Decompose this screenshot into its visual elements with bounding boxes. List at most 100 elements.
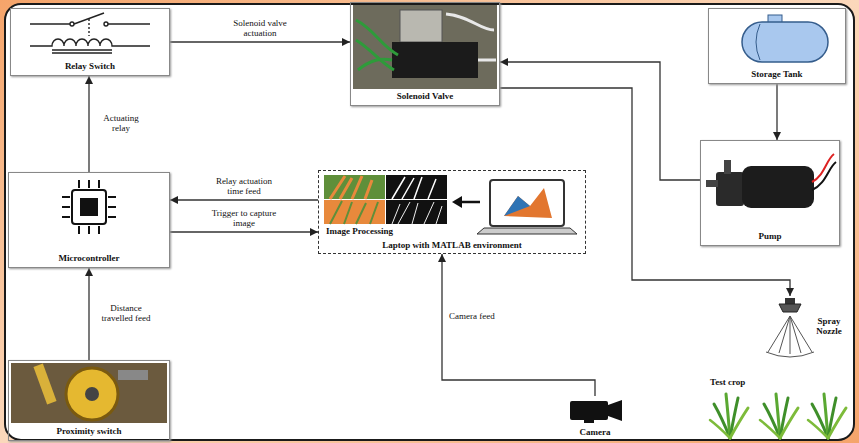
flow-arrow	[452, 196, 480, 208]
laptop-base	[477, 228, 577, 234]
camera-item: Camera	[550, 396, 640, 440]
node-label: Proximity switch	[54, 427, 123, 437]
node-label: Camera	[578, 428, 613, 438]
component-box: Proximity switch	[8, 360, 170, 441]
edge-label: Solenoid valve actuation	[223, 19, 297, 39]
spray	[768, 316, 812, 354]
crop-picture	[710, 394, 846, 438]
pump-motor	[742, 166, 814, 208]
wire	[812, 162, 836, 190]
component-box: Relay Switch	[10, 8, 170, 76]
connector-arrow	[776, 84, 777, 140]
panel	[5, 4, 854, 440]
bracket	[33, 363, 56, 404]
node-label: Laptop with MATLAB environment	[380, 241, 523, 251]
connector-arrow	[500, 88, 790, 296]
connector-arrow	[170, 41, 350, 42]
connector-arrow	[88, 76, 89, 172]
crop-tuft	[710, 394, 748, 438]
chip-outline	[72, 190, 106, 224]
edge-label: Actuating relay	[94, 114, 148, 134]
edge-label: Trigger to capture image	[207, 209, 281, 229]
laptop-icon	[477, 180, 577, 234]
edge-label: Distance travelled feed	[94, 304, 158, 324]
switch-blade	[74, 13, 104, 24]
component-box: Storage Tank	[708, 8, 846, 84]
chip-icon	[62, 180, 116, 234]
tile	[324, 200, 385, 224]
mask	[392, 177, 436, 199]
chip-pins	[62, 180, 116, 234]
valve-body	[392, 42, 478, 78]
valve-coil	[400, 10, 442, 42]
arrow-head	[452, 196, 462, 208]
wire	[30, 23, 70, 24]
nozzle-icon	[766, 298, 814, 357]
crop-tuft	[760, 394, 798, 438]
contact	[70, 22, 74, 26]
photo-ground	[11, 363, 167, 423]
coil	[30, 39, 150, 46]
tank-icon	[742, 15, 828, 62]
contact	[104, 22, 108, 26]
proximity-photo	[11, 363, 167, 423]
node-label: Storage Tank	[749, 70, 804, 80]
tile	[386, 175, 447, 199]
matlab-logo	[504, 196, 530, 216]
connector-arrow	[88, 268, 89, 360]
node-label: Image Processing	[324, 227, 395, 237]
component-box: Solenoid Valve	[350, 2, 500, 106]
laptop-screen	[490, 180, 564, 226]
hub	[85, 387, 99, 401]
crop-tuft	[808, 394, 846, 438]
linkage	[88, 19, 89, 36]
connector-arrow	[442, 254, 595, 396]
relay-symbol	[30, 13, 150, 53]
nozzle-item: Spray Nozzle	[765, 296, 853, 358]
node-label: Pump	[756, 232, 783, 242]
tubes	[446, 14, 496, 60]
core	[52, 50, 112, 53]
pump-port	[706, 180, 718, 187]
camera-mount	[584, 420, 594, 423]
camera-icon	[570, 400, 622, 423]
software-box: Laptop with MATLAB environment Image Proc…	[318, 170, 586, 254]
mask	[392, 202, 442, 224]
camera-body	[570, 401, 608, 420]
component-box: Microcontroller	[8, 172, 170, 268]
camera-lens	[608, 400, 622, 421]
matlab-logo	[504, 188, 552, 218]
pump-port	[724, 160, 731, 174]
node-label: Solenoid Valve	[395, 92, 455, 102]
pump-head	[716, 172, 744, 206]
connector-arrow	[170, 199, 318, 200]
photo-ground	[353, 5, 497, 89]
node-label: Test crop	[708, 378, 747, 388]
tank-body	[742, 22, 828, 62]
image-tiles	[324, 175, 447, 224]
pump-icon	[706, 154, 836, 208]
chip-core	[81, 199, 97, 215]
plant	[330, 176, 372, 199]
image-panel: Image Processing	[322, 173, 448, 237]
arrow-shaft	[460, 201, 480, 204]
solenoid-photo	[353, 5, 497, 89]
edge-label: Relay actuation time feed	[207, 177, 281, 197]
nozzle-top	[785, 298, 795, 304]
tile	[324, 175, 385, 199]
wires	[356, 20, 398, 70]
wire	[108, 23, 150, 24]
spray-arc	[766, 352, 814, 357]
node-label: Microcontroller	[56, 254, 121, 264]
tile	[386, 200, 447, 224]
node-label: Relay Switch	[63, 62, 117, 72]
nozzle-body	[779, 304, 801, 312]
wheel	[66, 368, 118, 420]
sensor	[118, 370, 148, 380]
connector-arrow	[500, 62, 700, 180]
crop-item: Test crop	[700, 372, 852, 438]
